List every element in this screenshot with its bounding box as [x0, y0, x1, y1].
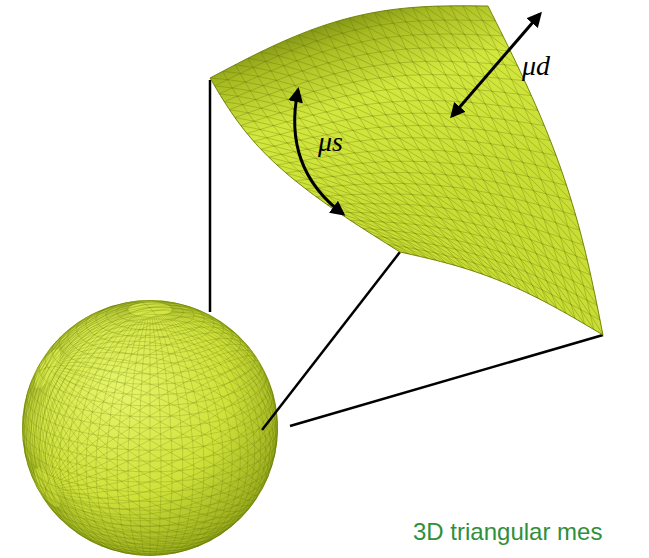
- mesh-patch: [210, 6, 603, 335]
- shear-modulus-label: μs: [318, 128, 343, 156]
- mesh-caption: 3D triangular mes: [413, 520, 602, 544]
- zoom-line: [209, 80, 212, 312]
- zoom-line: [262, 252, 400, 430]
- patch-mesh: [210, 6, 603, 335]
- zoom-line: [290, 335, 603, 426]
- shear-arrow: [295, 90, 343, 214]
- dilation-modulus-label: μd: [522, 52, 550, 80]
- sphere: [22, 300, 278, 556]
- sphere-mesh: [22, 300, 278, 556]
